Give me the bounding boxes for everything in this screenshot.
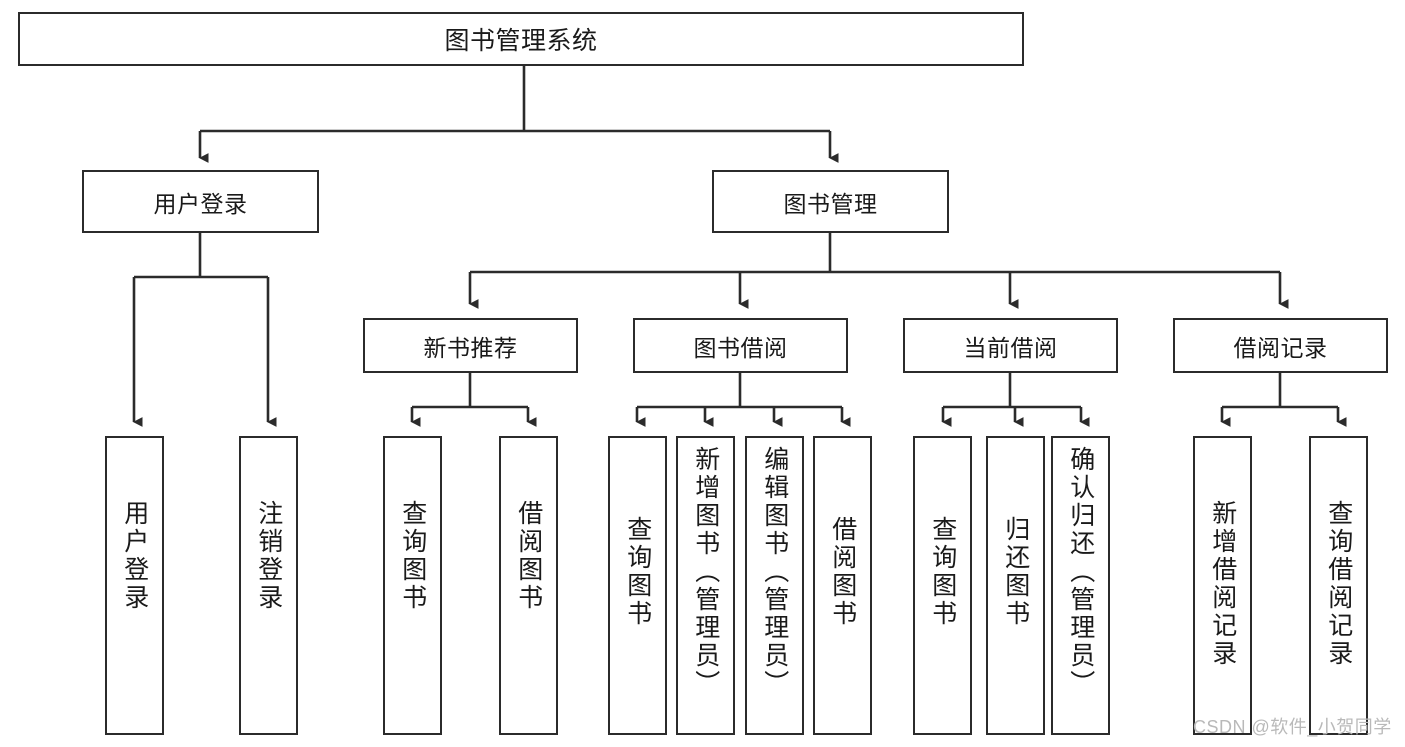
node-current-borrow-label: 当前借阅 bbox=[963, 334, 1058, 361]
node-book-borrow[interactable]: 图书借阅 bbox=[633, 318, 848, 373]
leaf-add-record[interactable]: 新增借阅记录 bbox=[1193, 436, 1252, 735]
csdn-watermark: CSDN @软件_小贺同学 bbox=[1193, 717, 1392, 737]
leaf-query-book-1[interactable]: 查询图书 bbox=[383, 436, 442, 735]
node-book-borrow-label: 图书借阅 bbox=[693, 334, 788, 361]
leaf-edit-book-label: 编辑图书（管理员） bbox=[760, 446, 789, 698]
leaf-add-record-label: 新增借阅记录 bbox=[1208, 500, 1237, 668]
leaf-query-book-2[interactable]: 查询图书 bbox=[608, 436, 667, 735]
leaf-query-book-1-label: 查询图书 bbox=[398, 500, 427, 612]
node-current-borrow[interactable]: 当前借阅 bbox=[903, 318, 1118, 373]
leaf-query-book-3-label: 查询图书 bbox=[928, 516, 957, 628]
node-book-manage[interactable]: 图书管理 bbox=[712, 170, 949, 233]
node-root[interactable]: 图书管理系统 bbox=[18, 12, 1024, 66]
node-borrow-record[interactable]: 借阅记录 bbox=[1173, 318, 1388, 373]
leaf-confirm-return-label: 确认归还（管理员） bbox=[1066, 446, 1095, 698]
leaf-borrow-book-2[interactable]: 借阅图书 bbox=[813, 436, 872, 735]
node-new-book-recommend[interactable]: 新书推荐 bbox=[363, 318, 578, 373]
leaf-user-login[interactable]: 用户登录 bbox=[105, 436, 164, 735]
leaf-borrow-book-2-label: 借阅图书 bbox=[828, 516, 857, 628]
node-root-label: 图书管理系统 bbox=[444, 27, 598, 55]
leaf-edit-book[interactable]: 编辑图书（管理员） bbox=[745, 436, 804, 735]
leaf-logout-login[interactable]: 注销登录 bbox=[239, 436, 298, 735]
leaf-add-book[interactable]: 新增图书（管理员） bbox=[676, 436, 735, 735]
node-book-manage-label: 图书管理 bbox=[783, 190, 878, 217]
node-user-login-label: 用户登录 bbox=[153, 190, 248, 217]
leaf-logout-login-label: 注销登录 bbox=[254, 500, 283, 612]
node-user-login[interactable]: 用户登录 bbox=[82, 170, 319, 233]
leaf-confirm-return[interactable]: 确认归还（管理员） bbox=[1051, 436, 1110, 735]
node-new-book-recommend-label: 新书推荐 bbox=[423, 334, 518, 361]
leaf-query-record-label: 查询借阅记录 bbox=[1324, 500, 1353, 668]
leaf-query-book-2-label: 查询图书 bbox=[623, 516, 652, 628]
leaf-query-book-3[interactable]: 查询图书 bbox=[913, 436, 972, 735]
leaf-borrow-book-1-label: 借阅图书 bbox=[514, 500, 543, 612]
leaf-borrow-book-1[interactable]: 借阅图书 bbox=[499, 436, 558, 735]
leaf-add-book-label: 新增图书（管理员） bbox=[691, 446, 720, 698]
leaf-return-book-label: 归还图书 bbox=[1001, 516, 1030, 628]
leaf-user-login-label: 用户登录 bbox=[120, 500, 149, 612]
node-borrow-record-label: 借阅记录 bbox=[1233, 334, 1328, 361]
leaf-return-book[interactable]: 归还图书 bbox=[986, 436, 1045, 735]
leaf-query-record[interactable]: 查询借阅记录 bbox=[1309, 436, 1368, 735]
